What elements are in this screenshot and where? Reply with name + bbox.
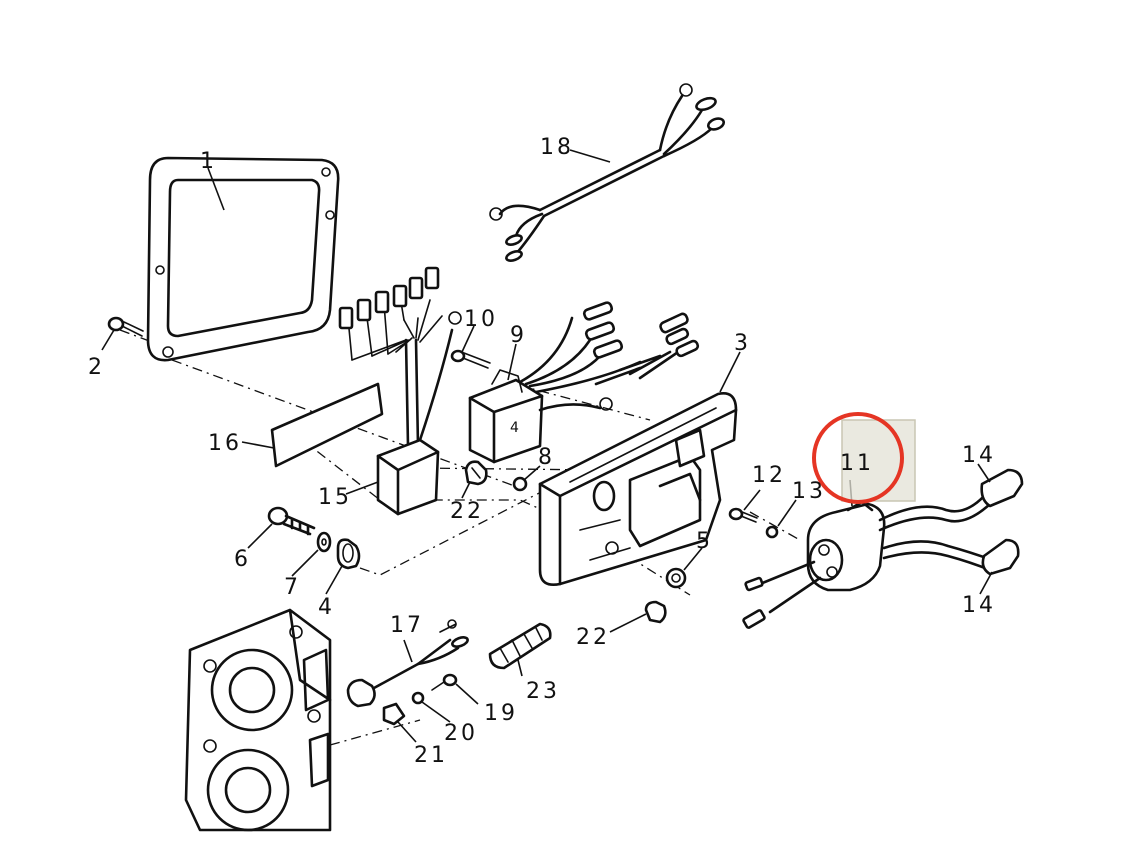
callout-5: 5 — [696, 529, 713, 554]
part-7-washer — [316, 531, 332, 553]
callout-16: 16 — [208, 431, 242, 456]
callout-8: 8 — [538, 445, 555, 470]
part-19-screw — [431, 673, 458, 691]
callout-18: 18 — [540, 135, 574, 160]
part-18-harness — [489, 83, 726, 262]
callout-14-lower: 14 — [962, 593, 996, 618]
part-22-grommet-upper — [464, 460, 488, 486]
callout-19: 19 — [484, 701, 518, 726]
callout-3: 3 — [734, 331, 751, 356]
callout-22-lower: 22 — [576, 625, 610, 650]
part-3-cdi-unit — [538, 392, 738, 586]
part-23-sleeve — [488, 622, 552, 670]
highlight-circle — [812, 412, 904, 504]
callouts: 1 2 3 4 5 6 7 8 9 10 11 12 13 14 14 15 1… — [88, 135, 996, 768]
part-17-sensor — [346, 619, 469, 708]
engine-block — [184, 608, 332, 832]
svg-text:4: 4 — [510, 420, 519, 436]
callout-20: 20 — [444, 721, 478, 746]
part-12-screw — [728, 507, 758, 523]
callout-14-upper: 14 — [962, 443, 996, 468]
callout-1: 1 — [200, 149, 217, 174]
part-10-screw — [450, 349, 491, 369]
callout-15: 15 — [318, 485, 352, 510]
part-14-plug-cap-upper — [980, 468, 1024, 508]
callout-23: 23 — [526, 679, 560, 704]
callout-11: 11 — [840, 451, 874, 476]
part-1-gasket — [146, 156, 340, 362]
callout-10: 10 — [464, 307, 498, 332]
part-9-coil: 4 — [468, 301, 700, 464]
part-11-highlight — [812, 412, 916, 504]
leader-lines — [101, 149, 993, 743]
callout-17: 17 — [390, 613, 424, 638]
part-5-bolt — [665, 567, 687, 589]
callout-12: 12 — [752, 463, 786, 488]
part-14-plug-cap-lower — [981, 538, 1020, 576]
part-22-grommet-lower — [644, 600, 667, 624]
callout-4: 4 — [318, 595, 335, 620]
part-13-washer — [765, 525, 779, 539]
part-6-bolt — [267, 506, 316, 536]
part-21-bracket — [382, 702, 406, 726]
part-15-pack — [338, 266, 462, 516]
part-16-strip — [270, 382, 384, 468]
callout-6: 6 — [234, 547, 251, 572]
part-2-screw — [107, 316, 144, 337]
part-11-ignition-coil — [742, 492, 994, 629]
callout-13: 13 — [792, 479, 826, 504]
callout-7: 7 — [284, 575, 301, 600]
part-4-collar — [336, 538, 361, 570]
part-8-nut — [512, 476, 528, 492]
callout-21: 21 — [414, 743, 448, 768]
callout-2: 2 — [88, 355, 105, 380]
part-20-washer — [411, 691, 425, 705]
callout-9: 9 — [510, 323, 527, 348]
callout-22-upper: 22 — [450, 499, 484, 524]
